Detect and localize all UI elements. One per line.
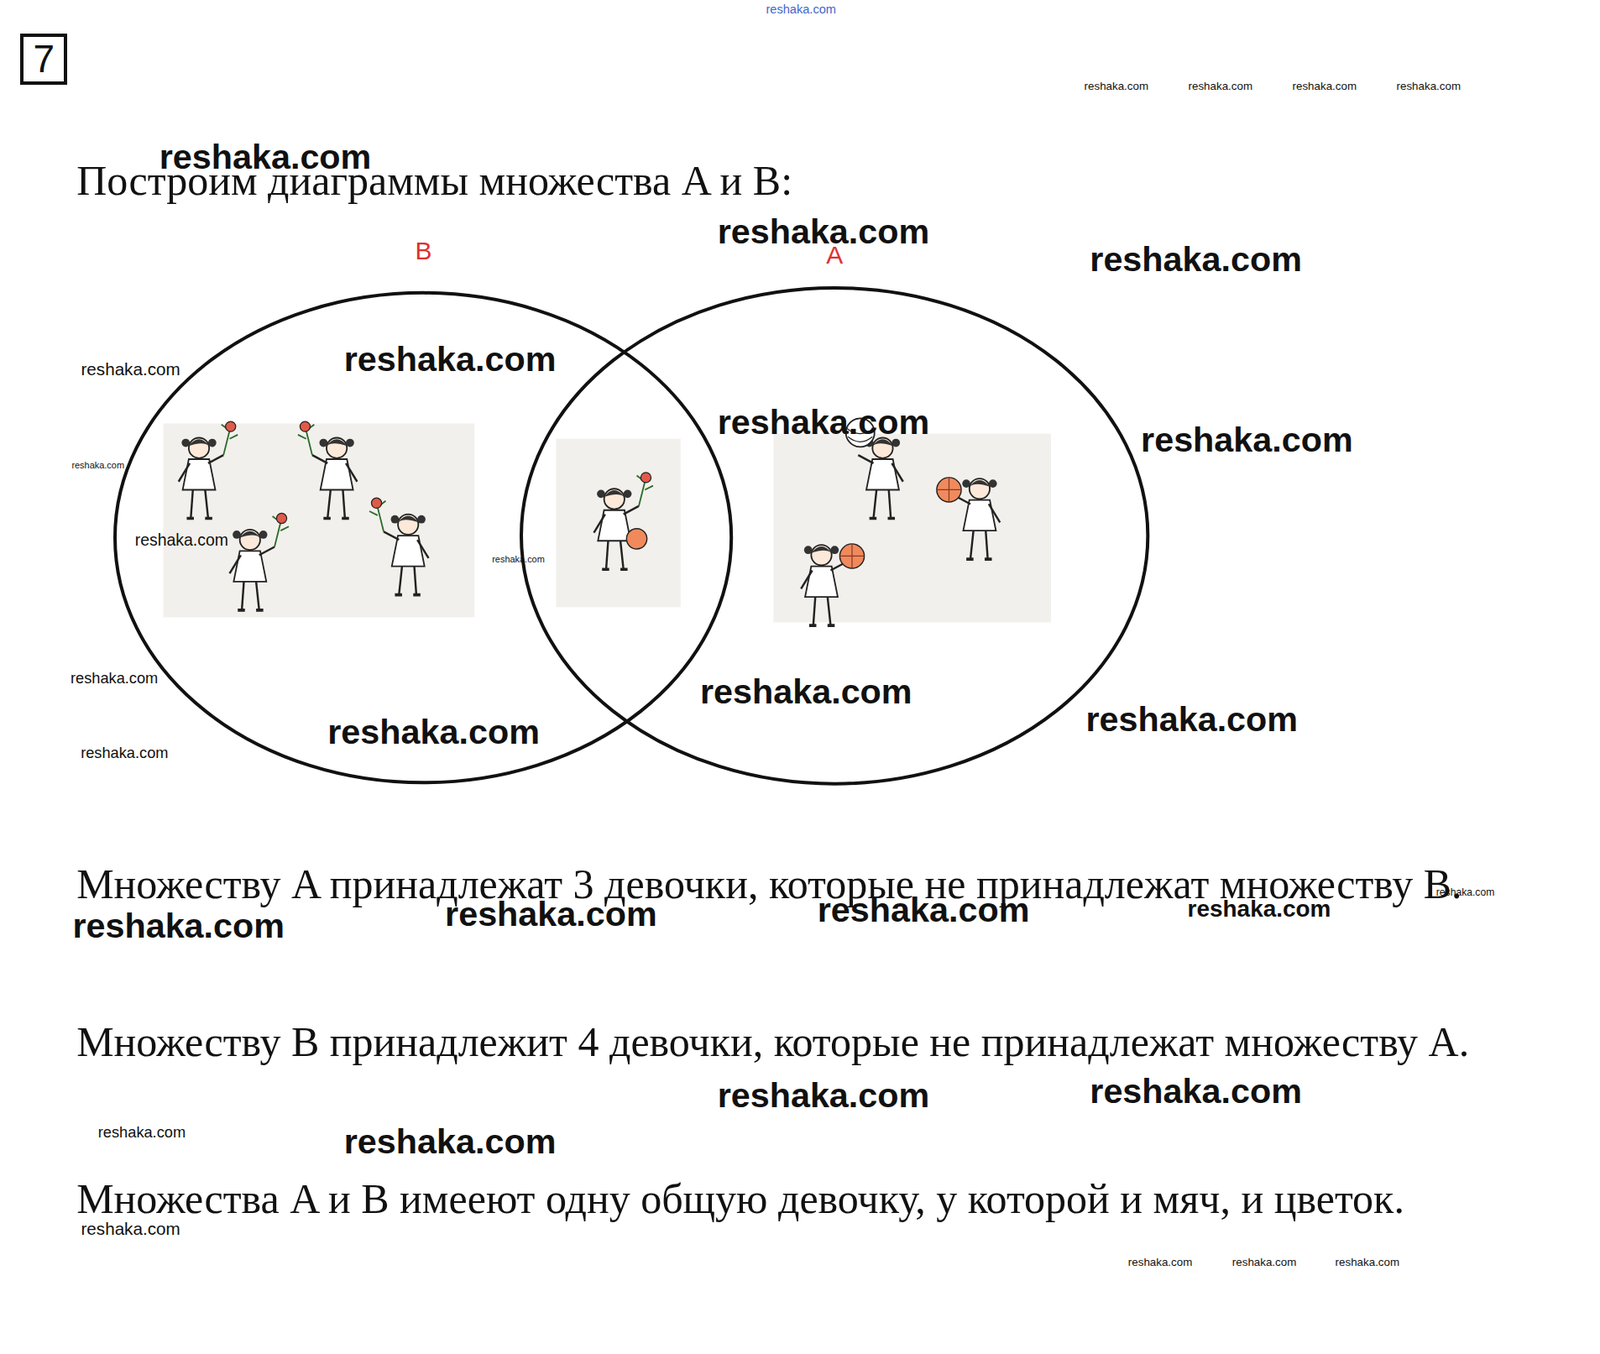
girl-figure <box>593 472 654 570</box>
watermark: reshaka.com <box>80 360 180 380</box>
exercise-number: 7 <box>20 33 68 85</box>
watermark: reshaka.com <box>135 532 229 550</box>
watermark: reshaka.com <box>765 2 836 16</box>
watermark: reshaka.com <box>71 460 125 471</box>
watermark: reshaka.com <box>1089 240 1302 279</box>
watermark: reshaka.com <box>491 554 545 565</box>
watermark: reshaka.com <box>444 896 658 935</box>
girl-figure <box>298 421 358 518</box>
watermark: reshaka.com <box>70 669 158 687</box>
watermark: reshaka.com <box>1187 896 1332 923</box>
watermark: reshaka.com <box>344 1124 557 1162</box>
girl-figure <box>230 512 290 610</box>
watermark: reshaka.com <box>98 1124 186 1141</box>
watermark: reshaka.com <box>72 907 285 946</box>
girl-figure <box>369 497 429 595</box>
watermark: reshaka.com <box>1089 1072 1302 1111</box>
watermark: reshaka.com <box>327 713 540 752</box>
watermark: reshaka.com <box>159 139 372 178</box>
watermark: reshaka.com <box>1140 421 1354 460</box>
set-ellipse: B <box>111 236 735 786</box>
explanation-text: Множеству B принадлежит 4 девочки, котор… <box>76 1002 1521 1083</box>
watermark: reshaka.com <box>1396 80 1461 94</box>
picture-ground <box>773 433 1051 623</box>
girl-figure <box>800 543 864 626</box>
girl-figure <box>936 477 1000 560</box>
explanation-text: Множества A и B имееют одну общую девочк… <box>76 1159 1521 1240</box>
watermark: reshaka.com <box>1436 887 1496 899</box>
watermark: reshaka.com <box>344 340 557 379</box>
watermark: reshaka.com <box>817 892 1031 931</box>
watermark: reshaka.com <box>717 404 931 443</box>
watermark: reshaka.com <box>700 674 913 712</box>
watermark: reshaka.com <box>1128 1255 1193 1269</box>
watermark: reshaka.com <box>1292 80 1357 94</box>
watermark: reshaka.com <box>1084 80 1149 94</box>
girl-figure <box>178 421 239 518</box>
watermark: reshaka.com <box>80 744 168 762</box>
watermark: reshaka.com <box>717 213 931 251</box>
watermark: reshaka.com <box>1188 80 1253 94</box>
picture-ground <box>162 423 475 617</box>
watermark: reshaka.com <box>1232 1255 1297 1269</box>
ellipse-outline <box>111 236 735 786</box>
watermark: reshaka.com <box>1085 700 1298 739</box>
picture-ground <box>555 439 680 608</box>
set-name: B <box>397 236 449 266</box>
watermark: reshaka.com <box>1335 1255 1400 1269</box>
watermark: reshaka.com <box>80 1218 180 1239</box>
watermark: reshaka.com <box>717 1077 931 1115</box>
